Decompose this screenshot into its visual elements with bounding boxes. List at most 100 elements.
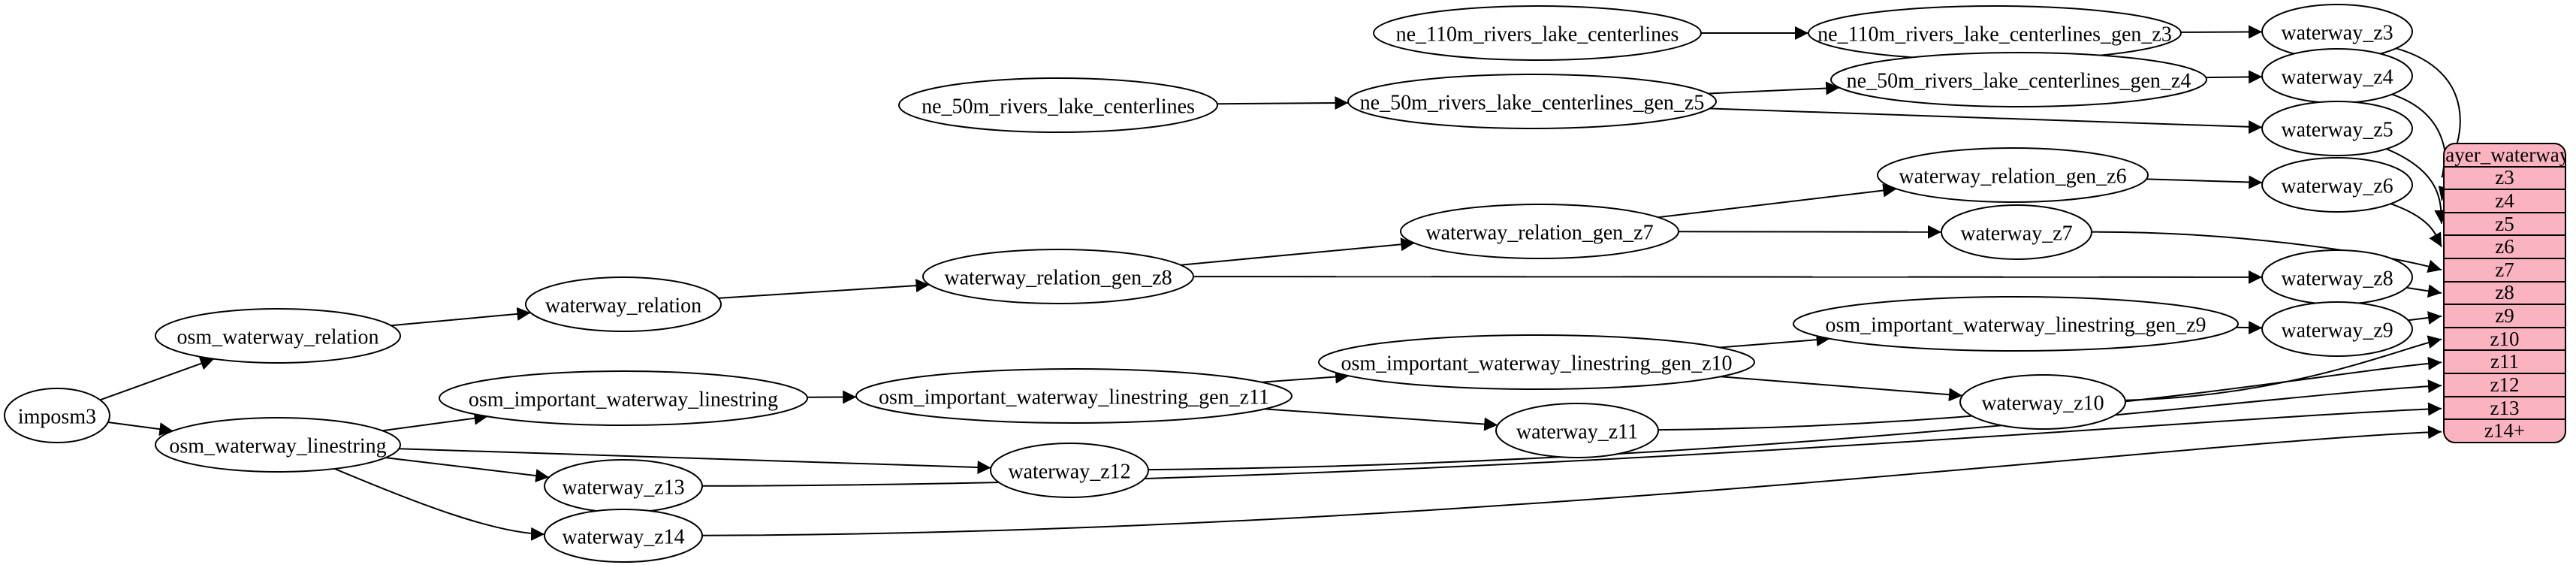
node-waterway_z11: waterway_z11 (1495, 403, 1659, 458)
node-shape-waterway_z12 (990, 443, 1149, 498)
node-label-waterway_z5: waterway_z5 (2281, 119, 2393, 142)
node-label-osm_important_waterway_linestring_gen_z10: osm_important_waterway_linestring_gen_z1… (1341, 352, 1733, 376)
edge-waterway_z7-to-z7 (2091, 231, 2442, 273)
node-shape-osm_important_waterway_linestring_gen_z9 (1793, 296, 2239, 352)
node-shape-ne_50m_rivers_lake_centerlines_gen_z5 (1347, 74, 1717, 129)
edge-waterway_relation_gen_z8-to-waterway_relation_gen_z7 (1180, 237, 1415, 266)
edges-layer (99, 25, 2461, 541)
node-label-waterway_z10: waterway_z10 (1981, 392, 2104, 415)
node-ne_110m_rivers_lake_centerlines: ne_110m_rivers_lake_centerlines (1373, 5, 1702, 61)
edge-waterway_z5-to-z5 (2386, 148, 2448, 224)
edge-waterway_relation_gen_z6-to-waterway_z6 (2146, 175, 2263, 189)
table-row-z7: z7 (2445, 258, 2565, 281)
node-label-waterway_z12: waterway_z12 (1008, 461, 1130, 484)
node-waterway_z5: waterway_z5 (2261, 101, 2413, 156)
node-label-ne_50m_rivers_lake_centerlines: ne_50m_rivers_lake_centerlines (922, 95, 1195, 119)
edge-waterway_z9-to-z9 (2408, 311, 2442, 325)
node-waterway_z13: waterway_z13 (544, 459, 703, 513)
node-shape-waterway_z14 (544, 509, 703, 563)
node-label-osm_waterway_linestring: osm_waterway_linestring (169, 435, 386, 458)
node-label-ne_110m_rivers_lake_centerlines_gen_z3: ne_110m_rivers_lake_centerlines_gen_z3 (1817, 23, 2172, 47)
table-row-z14+: z14+ (2445, 418, 2565, 442)
node-shape-osm_waterway_relation (155, 308, 401, 364)
table-row-z13: z13 (2445, 395, 2565, 419)
node-waterway_z6: waterway_z6 (2261, 157, 2413, 213)
node-shape-imposm3 (4, 388, 110, 443)
node-label-waterway_z13: waterway_z13 (562, 476, 684, 500)
table-row-z5: z5 (2445, 211, 2565, 235)
node-waterway_relation_gen_z7: waterway_relation_gen_z7 (1400, 204, 1679, 259)
node-shape-waterway_z10 (1959, 374, 2126, 430)
table-row-z12: z12 (2445, 373, 2565, 396)
node-shape-waterway_relation_gen_z7 (1400, 204, 1679, 259)
node-label-osm_important_waterway_linestring_gen_z11: osm_important_waterway_linestring_gen_z1… (879, 386, 1269, 409)
table-header: layer_waterway (2443, 143, 2566, 166)
node-waterway_z4: waterway_z4 (2261, 48, 2413, 104)
edge-ne_50m_rivers_lake_centerlines_gen_z5-to-waterway_z5 (1709, 107, 2263, 134)
edge-osm_important_waterway_linestring_gen_z10-to-waterway_z10 (1720, 376, 1963, 402)
table-row-z3: z3 (2445, 165, 2565, 189)
node-shape-osm_waterway_linestring (155, 417, 401, 473)
node-shape-waterway_z5 (2261, 101, 2413, 156)
nodes-layer: imposm3 osm_waterway_relation osm_waterway… (4, 4, 2413, 563)
node-waterway_z8: waterway_z8 (2261, 249, 2413, 305)
table-row-z11: z11 (2445, 349, 2565, 373)
node-label-waterway_relation: waterway_relation (545, 295, 701, 318)
node-shape-waterway_z11 (1495, 403, 1659, 458)
node-ne_50m_rivers_lake_centerlines: ne_50m_rivers_lake_centerlines (898, 77, 1218, 133)
node-waterway_z3: waterway_z3 (2261, 4, 2413, 59)
node-shape-ne_50m_rivers_lake_centerlines (898, 77, 1218, 133)
node-waterway_z12: waterway_z12 (990, 443, 1149, 498)
node-label-waterway_z8: waterway_z8 (2281, 267, 2393, 291)
node-shape-ne_110m_rivers_lake_centerlines (1373, 5, 1702, 61)
edge-waterway_z6-to-z6 (2390, 203, 2442, 247)
node-waterway_relation_gen_z6: waterway_relation_gen_z6 (1877, 147, 2149, 203)
node-label-imposm3: imposm3 (18, 406, 96, 429)
node-imposm3: imposm3 (4, 388, 110, 443)
node-label-waterway_relation_gen_z7: waterway_relation_gen_z7 (1425, 222, 1653, 245)
edge-waterway_z11-to-z11 (1658, 356, 2442, 431)
table-row-z10: z10 (2445, 326, 2565, 350)
node-ne_50m_rivers_lake_centerlines_gen_z4: ne_50m_rivers_lake_centerlines_gen_z4 (1830, 52, 2207, 107)
edge-osm_waterway_linestring-to-waterway_z14 (334, 467, 545, 541)
node-waterway_relation_gen_z8: waterway_relation_gen_z8 (922, 249, 1194, 304)
node-waterway_z14: waterway_z14 (544, 509, 703, 563)
node-label-osm_waterway_relation: osm_waterway_relation (176, 326, 379, 349)
edge-ne_50m_rivers_lake_centerlines_gen_z5-to-ne_50m_rivers_lake_centerlines_gen_z4 (1708, 81, 1840, 95)
node-label-ne_50m_rivers_lake_centerlines_gen_z5: ne_50m_rivers_lake_centerlines_gen_z5 (1360, 92, 1705, 115)
table-row-z8: z8 (2445, 280, 2565, 304)
node-label-osm_important_waterway_linestring_gen_z9: osm_important_waterway_linestring_gen_z9 (1826, 314, 2206, 337)
edge-osm_waterway_linestring-to-waterway_z12 (399, 448, 991, 475)
node-waterway_relation: waterway_relation (525, 276, 722, 332)
node-waterway_z9: waterway_z9 (2261, 301, 2413, 357)
node-label-waterway_z9: waterway_z9 (2281, 319, 2393, 343)
node-osm_important_waterway_linestring_gen_z9: osm_important_waterway_linestring_gen_z9 (1793, 296, 2239, 352)
node-label-osm_important_waterway_linestring: osm_important_waterway_linestring (469, 388, 778, 412)
edge-waterway_relation_gen_z7-to-waterway_relation_gen_z6 (1658, 183, 1897, 219)
node-label-waterway_z11: waterway_z11 (1516, 421, 1638, 444)
edge-waterway_z12-to-z12 (1148, 379, 2442, 471)
edge-osm_important_waterway_linestring_gen_z11-to-waterway_z11 (1264, 408, 1498, 431)
edge-osm_waterway_relation-to-waterway_relation (391, 307, 531, 327)
edge-imposm3-to-osm_waterway_relation (99, 357, 215, 401)
table-row-z9: z9 (2445, 304, 2565, 327)
node-label-ne_50m_rivers_lake_centerlines_gen_z4: ne_50m_rivers_lake_centerlines_gen_z4 (1847, 70, 2191, 93)
node-waterway_z10: waterway_z10 (1959, 374, 2126, 430)
node-ne_50m_rivers_lake_centerlines_gen_z5: ne_50m_rivers_lake_centerlines_gen_z5 (1347, 74, 1717, 129)
edge-waterway_relation-to-waterway_relation_gen_z8 (718, 279, 930, 299)
node-osm_important_waterway_linestring: osm_important_waterway_linestring (439, 370, 808, 426)
node-shape-waterway_relation_gen_z6 (1877, 147, 2149, 203)
node-label-ne_110m_rivers_lake_centerlines: ne_110m_rivers_lake_centerlines (1396, 23, 1679, 47)
edge-waterway_z10-to-z10 (2125, 335, 2442, 401)
node-label-waterway_z6: waterway_z6 (2281, 175, 2393, 198)
edge-waterway_relation_gen_z7-to-waterway_z7 (1678, 225, 1942, 239)
node-shape-osm_important_waterway_linestring_gen_z10 (1318, 334, 1755, 390)
edge-waterway_relation_gen_z8-to-waterway_z8 (1193, 270, 2263, 284)
node-osm_important_waterway_linestring_gen_z11: osm_important_waterway_linestring_gen_z1… (855, 368, 1293, 424)
node-shape-waterway_z9 (2261, 301, 2413, 357)
edge-osm_important_waterway_linestring_gen_z10-to-osm_important_waterway_linestring_gen_z9 (1719, 333, 1830, 349)
node-shape-ne_50m_rivers_lake_centerlines_gen_z4 (1830, 52, 2207, 107)
node-label-waterway_relation_gen_z8: waterway_relation_gen_z8 (944, 267, 1172, 290)
node-label-waterway_relation_gen_z6: waterway_relation_gen_z6 (1899, 165, 2126, 189)
